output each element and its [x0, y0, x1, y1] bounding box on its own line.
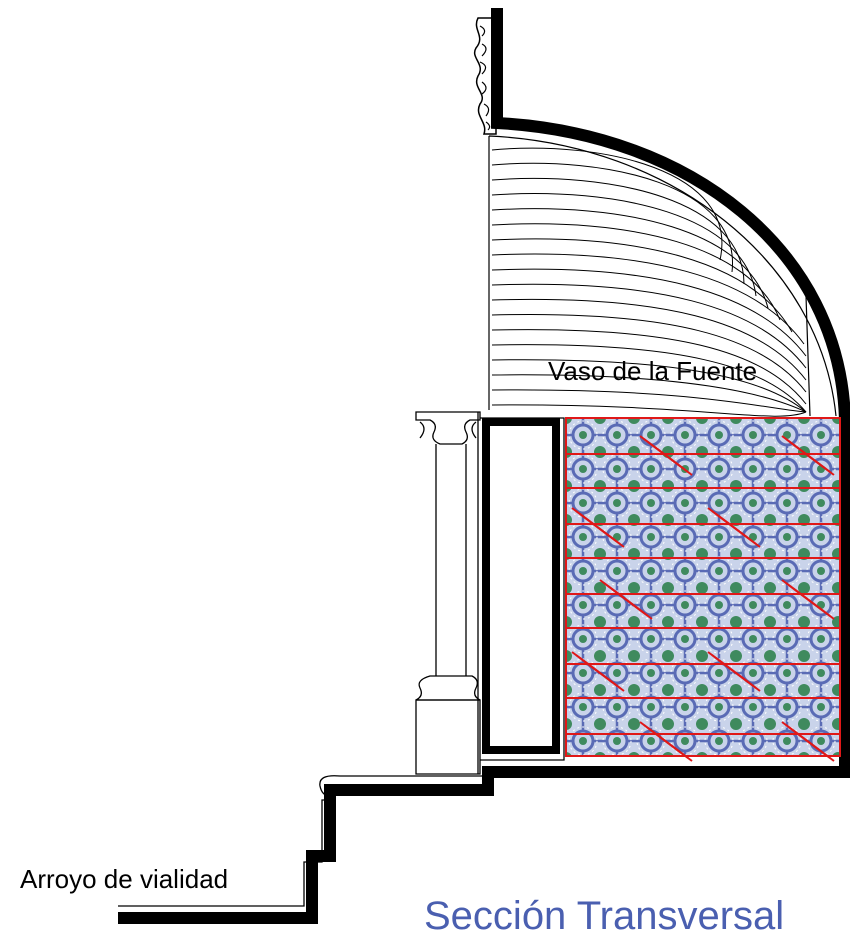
- bowl-curved-lines: [491, 147, 807, 417]
- fountain-outer-wall: [118, 8, 850, 924]
- curb-steps: [118, 775, 488, 907]
- street-label: Arroyo de vialidad: [20, 864, 229, 894]
- channel-box: [482, 418, 560, 754]
- column: [415, 411, 481, 775]
- fountain-inner-line: [488, 135, 837, 417]
- tile-panel: [565, 417, 841, 757]
- tile-row-lines: [566, 453, 840, 735]
- fountain-bowl-label: Vaso de la Fuente: [548, 356, 758, 386]
- cornice-ornament: [473, 17, 497, 135]
- tile-crack-marks: [571, 435, 835, 762]
- section-title: Sección Transversal: [424, 894, 785, 938]
- bowl-inner-edge: [805, 295, 811, 417]
